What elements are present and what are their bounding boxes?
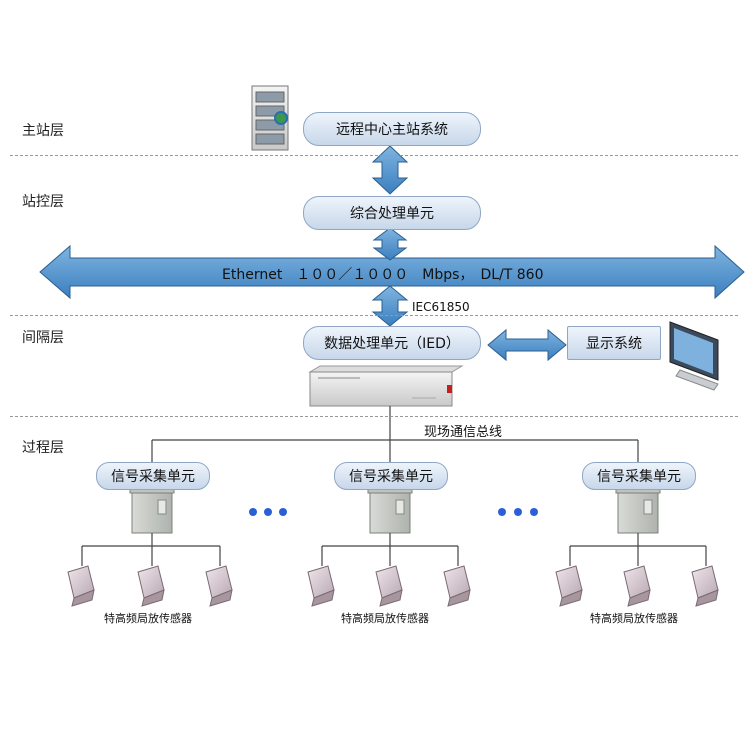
- ellipsis-dots: [249, 508, 538, 516]
- layer-label-bay: 间隔层: [22, 330, 64, 346]
- arrow-ethernet-ied: [371, 285, 409, 327]
- ied-rack-unit-icon: [308, 365, 464, 407]
- layer-label-master: 主站层: [22, 123, 64, 139]
- arrow-ied-display: [487, 328, 567, 362]
- sensor-label-3: 特高频局放传感器: [590, 612, 678, 625]
- signal-unit-node-1: 信号采集单元: [96, 462, 210, 490]
- cabinet-icon-3: [615, 487, 661, 534]
- uhf-sensor-icon-1-2: [137, 565, 165, 607]
- uhf-sensor-icon-3-2: [623, 565, 651, 607]
- fieldbus-label: 现场通信总线: [424, 425, 503, 440]
- layer-label-station: 站控层: [22, 194, 64, 210]
- arrow-master-station: [371, 145, 409, 195]
- uhf-sensor-icon-3-3: [691, 565, 719, 607]
- sensor-label-1: 特高频局放传感器: [104, 612, 192, 625]
- signal-unit-node-3: 信号采集单元: [582, 462, 696, 490]
- server-rack-icon: [251, 85, 289, 151]
- cabinet-icon-2: [367, 487, 413, 534]
- display-system-node: 显示系统: [567, 326, 661, 360]
- uhf-sensor-icon-2-2: [375, 565, 403, 607]
- uhf-sensor-icon-3-1: [555, 565, 583, 607]
- arrow-station-ethernet: [372, 227, 408, 261]
- uhf-sensor-icon-1-3: [205, 565, 233, 607]
- sensor-branch-lines-2: [321, 533, 459, 566]
- data-unit-node: 数据处理单元（IED）: [303, 326, 481, 360]
- separator-bay: [10, 416, 738, 417]
- signal-unit-node-2: 信号采集单元: [334, 462, 448, 490]
- uhf-sensor-icon-2-3: [443, 565, 471, 607]
- ethernet-bus-arrow: [39, 244, 745, 300]
- iec61850-label: IEC61850: [412, 300, 470, 314]
- uhf-sensor-icon-2-1: [307, 565, 335, 607]
- separator-station: [10, 315, 738, 316]
- remote-center-node: 远程中心主站系统: [303, 112, 481, 146]
- separator-master: [10, 155, 738, 156]
- fieldbus-lines: [151, 406, 639, 462]
- layer-label-process: 过程层: [22, 440, 64, 456]
- uhf-sensor-icon-1-1: [67, 565, 95, 607]
- ethernet-label: Ethernet １００／１０００ Mbps， DL/T 860: [222, 267, 544, 283]
- cabinet-icon-1: [129, 487, 175, 534]
- sensor-label-2: 特高频局放传感器: [341, 612, 429, 625]
- monitor-icon: [669, 321, 719, 391]
- integrated-unit-node: 综合处理单元: [303, 196, 481, 230]
- sensor-branch-lines-1: [81, 533, 221, 566]
- sensor-branch-lines-3: [569, 533, 707, 566]
